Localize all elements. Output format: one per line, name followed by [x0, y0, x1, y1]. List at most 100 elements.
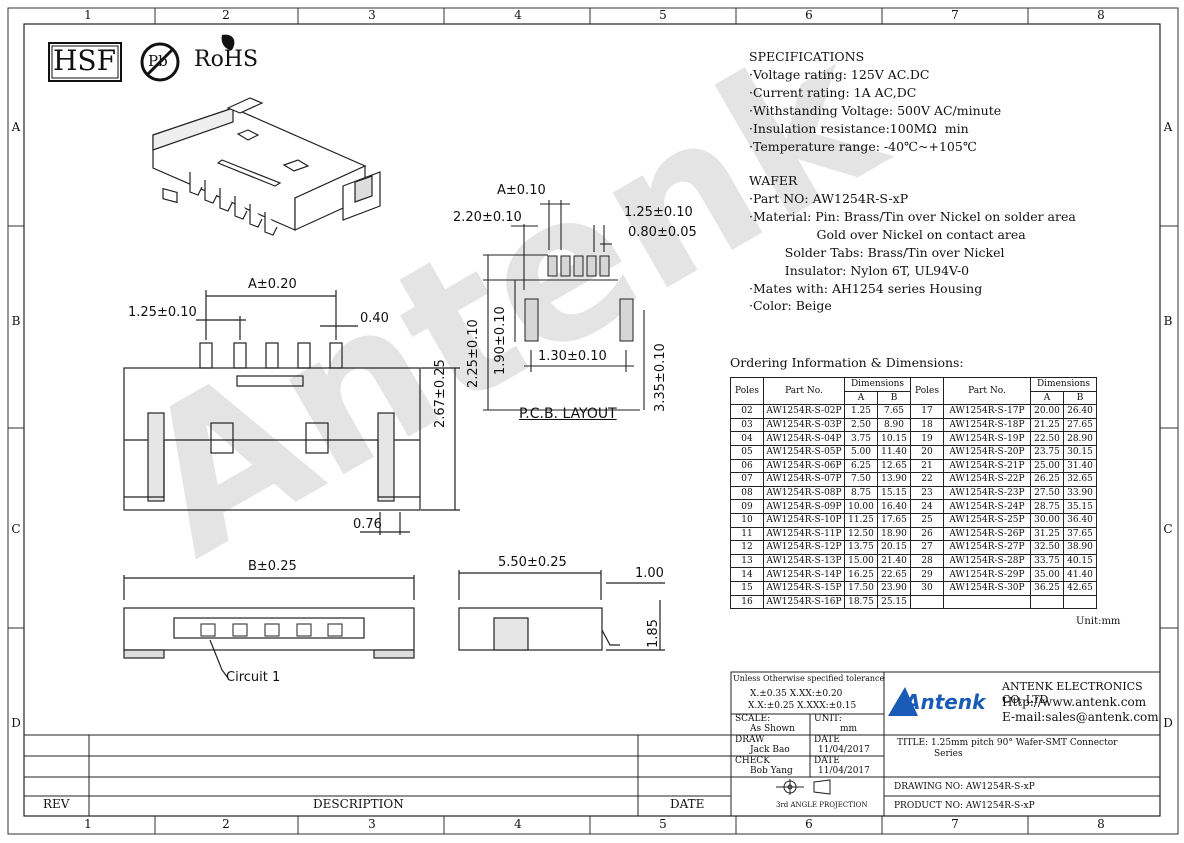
pb-free-icon: Pb [148, 52, 168, 70]
table-cell: 23 [910, 485, 944, 501]
table-cell: AW1254R-S-02P [763, 404, 845, 419]
table-cell: 20.00 [1030, 404, 1064, 419]
table-cell: 27 [910, 540, 944, 555]
table-cell: 2.50 [844, 417, 878, 433]
col-label: 3 [368, 817, 376, 831]
table-cell: 26.25 [1030, 472, 1064, 487]
dim-080: 0.80±0.05 [628, 225, 697, 240]
row-label: B [11, 314, 21, 328]
table-cell: 16.25 [844, 567, 878, 582]
table-cell: AW1254R-S-06P [763, 458, 845, 474]
table-cell: 21 [910, 458, 944, 474]
table-cell: 04 [730, 431, 764, 446]
tol-title: Unless Otherwise specified tolerance [733, 674, 885, 683]
table-cell: 16 [730, 594, 764, 610]
table-cell: 18.75 [844, 594, 878, 610]
table-cell: 12.50 [844, 526, 878, 542]
table-cell: 40.15 [1063, 553, 1097, 569]
dim-185: 1.85 [646, 619, 661, 648]
table-cell [910, 594, 944, 610]
table-cell: 18 [910, 417, 944, 433]
table-cell: 25 [910, 512, 944, 528]
table-cell: 15 [730, 580, 764, 596]
col-label: 5 [659, 817, 667, 831]
table-cell: 27.50 [1030, 485, 1064, 501]
table-cell: 35.00 [1030, 567, 1064, 582]
table-cell: 19 [910, 431, 944, 446]
table-cell: 23.75 [1030, 444, 1064, 460]
table-cell: 6.25 [844, 458, 878, 474]
row-label: D [1163, 716, 1173, 730]
table-cell: 20.15 [877, 540, 911, 555]
table-cell: 31.40 [1063, 458, 1097, 474]
dim-100: 1.00 [635, 566, 664, 581]
dim-a-010: A±0.10 [497, 183, 546, 198]
table-cell: AW1254R-S-27P [943, 540, 1031, 555]
table-cell: 37.65 [1063, 526, 1097, 542]
draw-label: DRAW [735, 735, 765, 745]
table-cell: AW1254R-S-05P [763, 444, 845, 460]
table-cell: AW1254R-S-30P [943, 580, 1031, 596]
table-cell: 02 [730, 404, 764, 419]
table-cell: 29 [910, 567, 944, 582]
side-view [458, 570, 665, 651]
drawing-title: TITLE: 1.25mm pitch 90° Wafer-SMT Connec… [897, 738, 1118, 748]
table-cell: 03 [730, 417, 764, 433]
table-cell: 22.65 [877, 567, 911, 582]
table-cell: AW1254R-S-17P [943, 404, 1031, 419]
drawing-title-2: Series [934, 749, 963, 759]
spec-item: ·Withstanding Voltage: 500V AC/minute [749, 103, 1002, 118]
col-label: 7 [951, 8, 959, 22]
row-label: A [1163, 120, 1173, 134]
dim-190: 1.90±0.10 [493, 306, 508, 375]
table-cell: AW1254R-S-25P [943, 512, 1031, 528]
table-cell: 38.90 [1063, 540, 1097, 555]
table-cell: 17.65 [877, 512, 911, 528]
table-cell: AW1254R-S-24P [943, 499, 1031, 514]
table-cell: 16.40 [877, 499, 911, 514]
table-cell: 17.50 [844, 580, 878, 596]
table-cell: AW1254R-S-07P [763, 472, 845, 487]
row-label: A [11, 120, 21, 134]
rev-label: REV [43, 797, 70, 811]
table-cell: 8.75 [844, 485, 878, 501]
table-cell: 10.00 [844, 499, 878, 514]
table-cell: 32.50 [1030, 540, 1064, 555]
table-cell: 32.65 [1063, 472, 1097, 487]
col-label: 5 [659, 8, 667, 22]
unit-note: Unit:mm [1076, 616, 1121, 627]
table-cell: 28 [910, 553, 944, 569]
table-cell: 15.00 [844, 553, 878, 569]
table-cell: 18.90 [877, 526, 911, 542]
header-b: B [877, 390, 911, 406]
wafer-title: WAFER [749, 173, 798, 188]
table-cell: AW1254R-S-18P [943, 417, 1031, 433]
row-label: D [11, 716, 21, 730]
table-cell: AW1254R-S-16P [763, 594, 845, 610]
description-label: DESCRIPTION [313, 797, 404, 811]
scale-value: As Shown [750, 724, 795, 734]
header-dims: Dimensions [844, 377, 911, 392]
spec-item: ·Current rating: 1A AC,DC [749, 85, 917, 100]
table-cell: 25.00 [1030, 458, 1064, 474]
row-label: C [11, 522, 21, 536]
table-cell: AW1254R-S-10P [763, 512, 845, 528]
antenk-logo: Antenk [905, 690, 986, 714]
spec-item: ·Voltage rating: 125V AC.DC [749, 67, 930, 82]
table-cell: 12.65 [877, 458, 911, 474]
table-cell: 09 [730, 499, 764, 514]
table-cell: 22 [910, 472, 944, 487]
table-cell: 12 [730, 540, 764, 555]
table-cell: 36.40 [1063, 512, 1097, 528]
table-cell: AW1254R-S-21P [943, 458, 1031, 474]
